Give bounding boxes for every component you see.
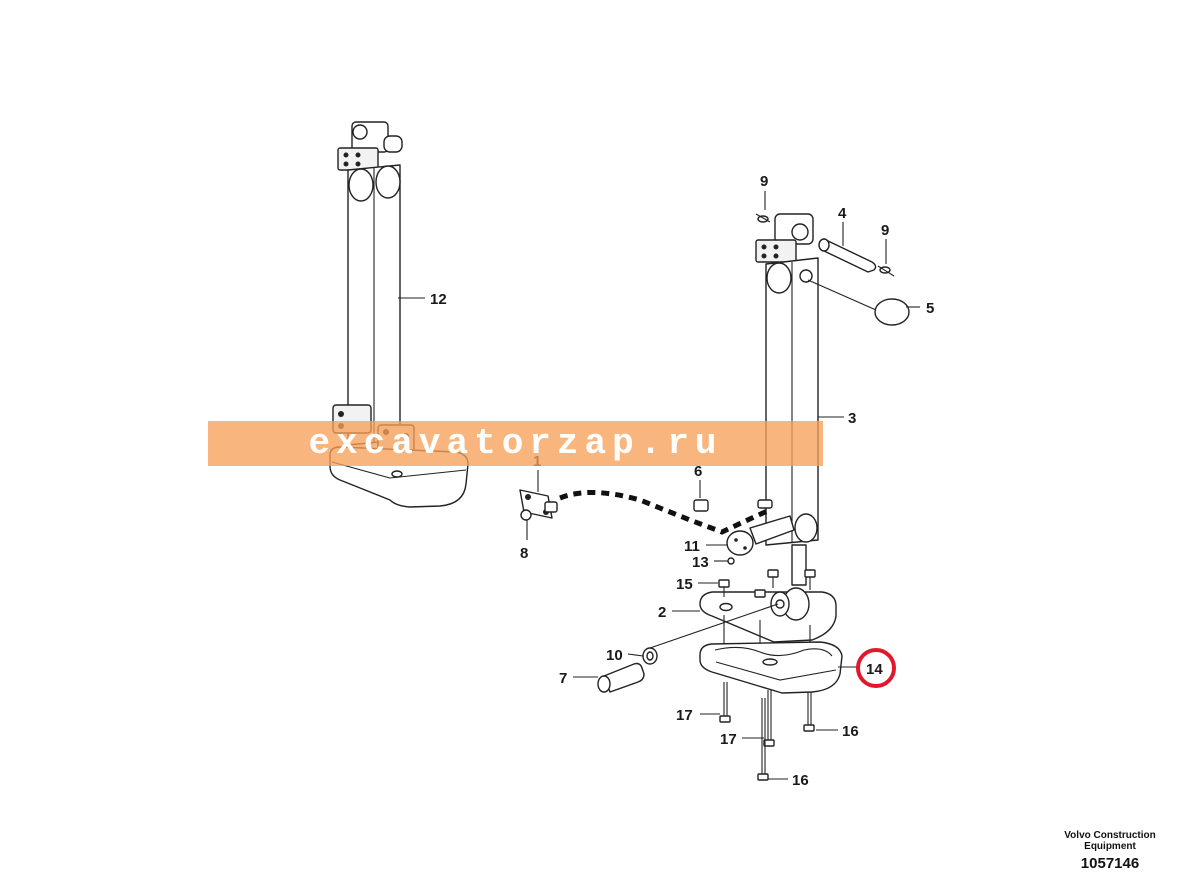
callout-3: 3 (848, 410, 856, 427)
callout-17a: 17 (676, 707, 693, 724)
pin-part-4 (818, 238, 877, 273)
screw-part-13 (727, 557, 735, 565)
clip-part-6 (693, 499, 709, 512)
callout-17b: 17 (720, 731, 737, 748)
callout-11: 11 (684, 538, 700, 555)
callout-2: 2 (658, 604, 666, 621)
callout-14: 14 (866, 661, 883, 678)
lower-pad-part-14 (699, 641, 843, 694)
callout-5: 5 (926, 300, 934, 317)
callout-12: 12 (430, 291, 447, 308)
highlight-ring-part-14 (856, 648, 896, 688)
left-column-assembly (329, 121, 469, 508)
callout-7: 7 (559, 670, 567, 687)
callout-16b: 16 (792, 772, 809, 789)
cap-part-5 (874, 298, 910, 326)
callout-4: 4 (838, 205, 847, 222)
callout-labels: 12 1 8 6 9 4 9 5 3 11 13 15 2 10 7 14 17… (430, 173, 934, 789)
callout-leaders (398, 191, 920, 780)
snap-rings-part-9 (755, 213, 895, 277)
callout-8: 8 (520, 545, 528, 562)
base-plate-part-2 (699, 587, 837, 643)
callout-10: 10 (606, 647, 623, 664)
callout-9b: 9 (881, 222, 889, 239)
callout-6: 6 (694, 463, 702, 480)
pin-part-7 (597, 662, 645, 693)
right-column-assembly (755, 213, 819, 586)
cover-plate-part-11 (726, 515, 795, 556)
watermark-banner: excavatorzap.ru (208, 421, 823, 466)
brand-block: Volvo Construction Equipment 1057146 (1050, 830, 1170, 872)
callout-9a: 9 (760, 173, 768, 190)
callout-15: 15 (676, 576, 693, 593)
company-name: Volvo Construction Equipment (1064, 830, 1156, 852)
callout-13: 13 (692, 554, 709, 571)
cable-route (559, 490, 771, 535)
bracket-part-1 (519, 489, 558, 521)
nuts-part-15 (718, 569, 816, 598)
bolts-part-16-17 (719, 682, 815, 781)
callout-16a: 16 (842, 723, 859, 740)
figure-number: 1057146 (1080, 855, 1140, 872)
